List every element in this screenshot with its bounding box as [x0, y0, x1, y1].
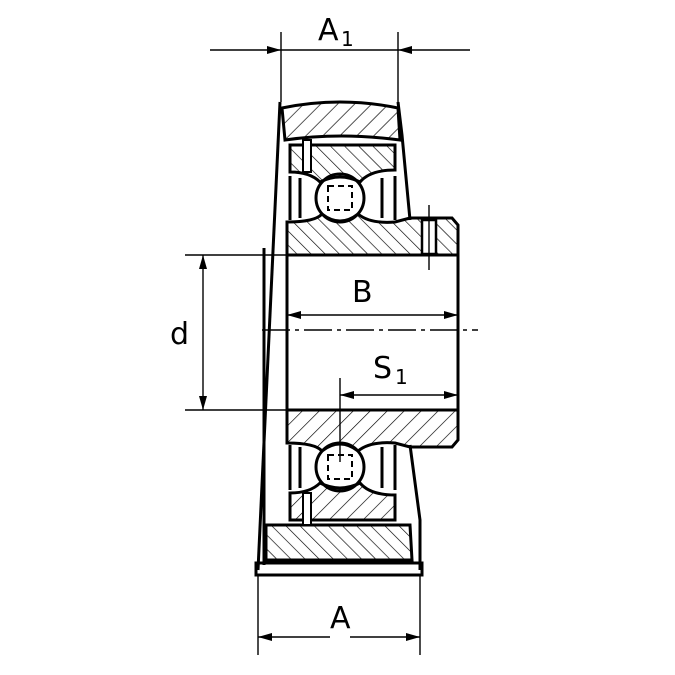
dimension-d: d — [170, 254, 287, 411]
outer-race-bottom — [288, 481, 397, 522]
outer-race-top — [288, 143, 397, 184]
label-A1-sub: 1 — [341, 27, 354, 51]
dimension-A1: A 1 — [210, 13, 470, 102]
ball-top — [314, 172, 366, 224]
label-S1-sub: 1 — [395, 365, 408, 389]
dimension-A: A — [257, 575, 421, 655]
label-B: B — [352, 275, 373, 310]
housing-section-top — [280, 100, 402, 142]
label-A: A — [330, 601, 351, 636]
housing-section-bottom — [264, 523, 414, 562]
label-A1: A — [318, 13, 339, 48]
dimension-S1: S 1 — [339, 351, 458, 462]
inner-ring-bottom — [285, 408, 460, 454]
dimension-B: B — [287, 275, 458, 319]
label-S1: S — [373, 351, 392, 386]
label-d: d — [170, 317, 189, 352]
